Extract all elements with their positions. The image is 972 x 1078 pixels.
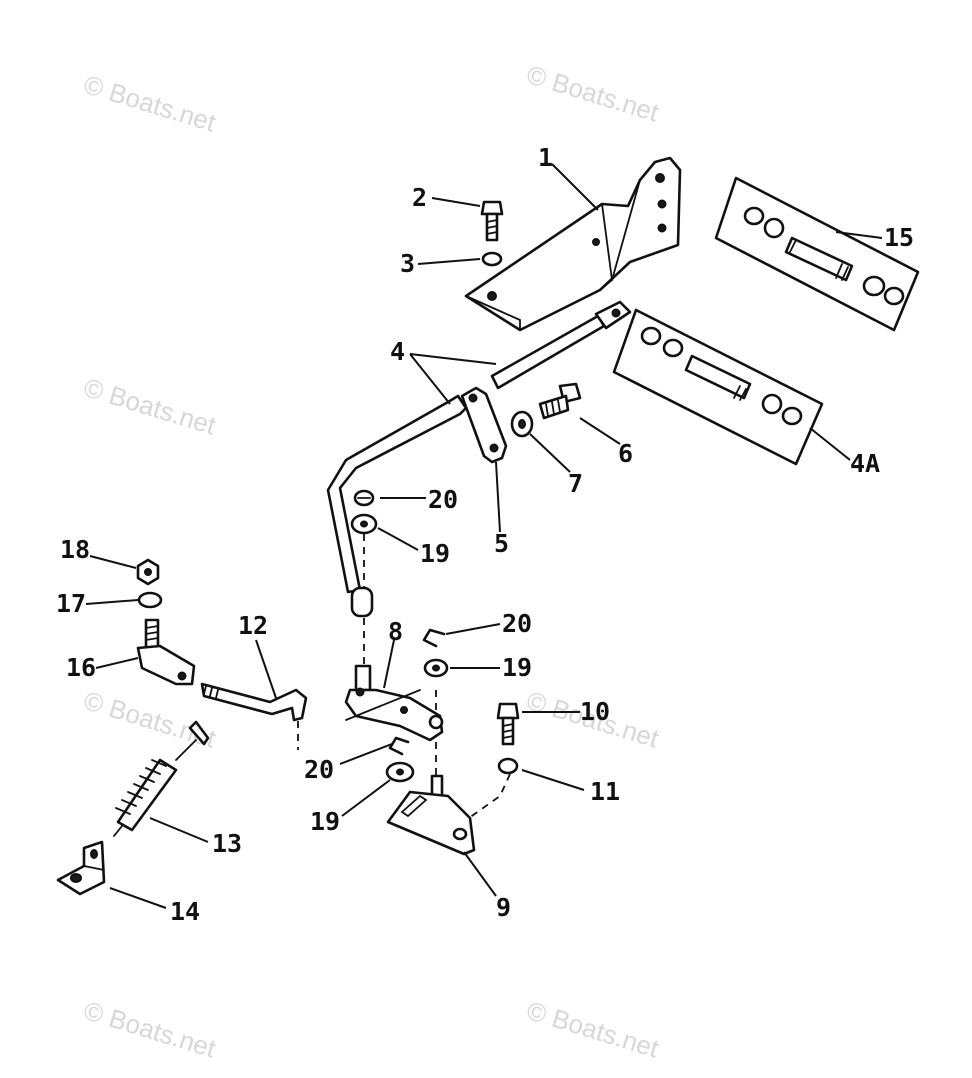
washer-part[interactable] [423,658,449,678]
e-clip-part[interactable] [388,736,410,756]
callouts: 1 2 3 4 4A 5 6 7 8 9 10 11 12 13 14 15 1… [56,143,914,926]
callout-label: 1 [538,143,553,172]
callout-label: 12 [238,611,268,640]
callout-label: 19 [502,653,532,682]
rod-end-kit-part[interactable] [612,308,824,466]
callout-label: 20 [502,609,532,638]
crank-link-part[interactable] [200,682,308,722]
rod-end-kit-upper-part[interactable] [714,176,920,332]
callout-label: 19 [310,807,340,836]
washer-part[interactable] [385,761,415,783]
ball-joint-part[interactable] [136,618,196,686]
callout-label: 11 [590,777,620,806]
base-plate-part[interactable] [386,774,476,856]
callout-label: 13 [212,829,242,858]
mounting-bracket-part[interactable] [464,156,682,332]
callout-label: 15 [884,223,914,252]
watermark: © Boats.net [80,685,220,754]
callout-label: 6 [618,439,633,468]
washer-part[interactable] [350,513,378,535]
callout-label: 10 [580,697,610,726]
plate-bolt-part[interactable] [496,702,520,746]
lockwasher-part[interactable] [481,251,503,267]
lever-plate-part[interactable] [460,386,508,464]
watermark: © Boats.net [523,59,663,128]
lockwasher-part[interactable] [137,591,163,609]
throttle-link-rod-part[interactable] [326,300,632,594]
watermark: © Boats.net [80,372,220,441]
lockwasher-part[interactable] [497,757,519,775]
callout-label: 19 [420,539,450,568]
e-clip-part[interactable] [353,489,375,507]
alignment-lines [297,534,511,831]
lever-bolt-part[interactable] [538,382,582,420]
return-spring-part[interactable] [113,720,210,837]
callout-label: 7 [568,469,583,498]
pivot-plate-part[interactable] [344,586,444,742]
callout-label: 5 [494,529,509,558]
callout-label: 16 [66,653,96,682]
watermark: © Boats.net [523,995,663,1064]
callout-label: 8 [388,617,403,646]
callout-label: 18 [60,535,90,564]
callout-label: 4A [850,449,880,478]
callout-label: 3 [400,249,415,278]
lever-washer-part[interactable] [510,410,534,438]
watermark: © Boats.net [80,69,220,138]
callout-label: 17 [56,589,86,618]
watermarks: © Boats.net © Boats.net © Boats.net © Bo… [80,59,663,1064]
callout-label: 20 [304,755,334,784]
callout-label: 2 [412,183,427,212]
callout-label: 14 [170,897,200,926]
watermark: © Boats.net [80,995,220,1064]
l-bracket-part[interactable] [56,840,106,896]
nut-part[interactable] [136,558,160,586]
leader-lines [85,163,883,909]
bracket-bolt-part[interactable] [480,200,504,242]
e-clip-part[interactable] [422,628,446,648]
callout-label: 4 [390,337,405,366]
callout-label: 9 [496,893,511,922]
callout-label: 20 [428,485,458,514]
